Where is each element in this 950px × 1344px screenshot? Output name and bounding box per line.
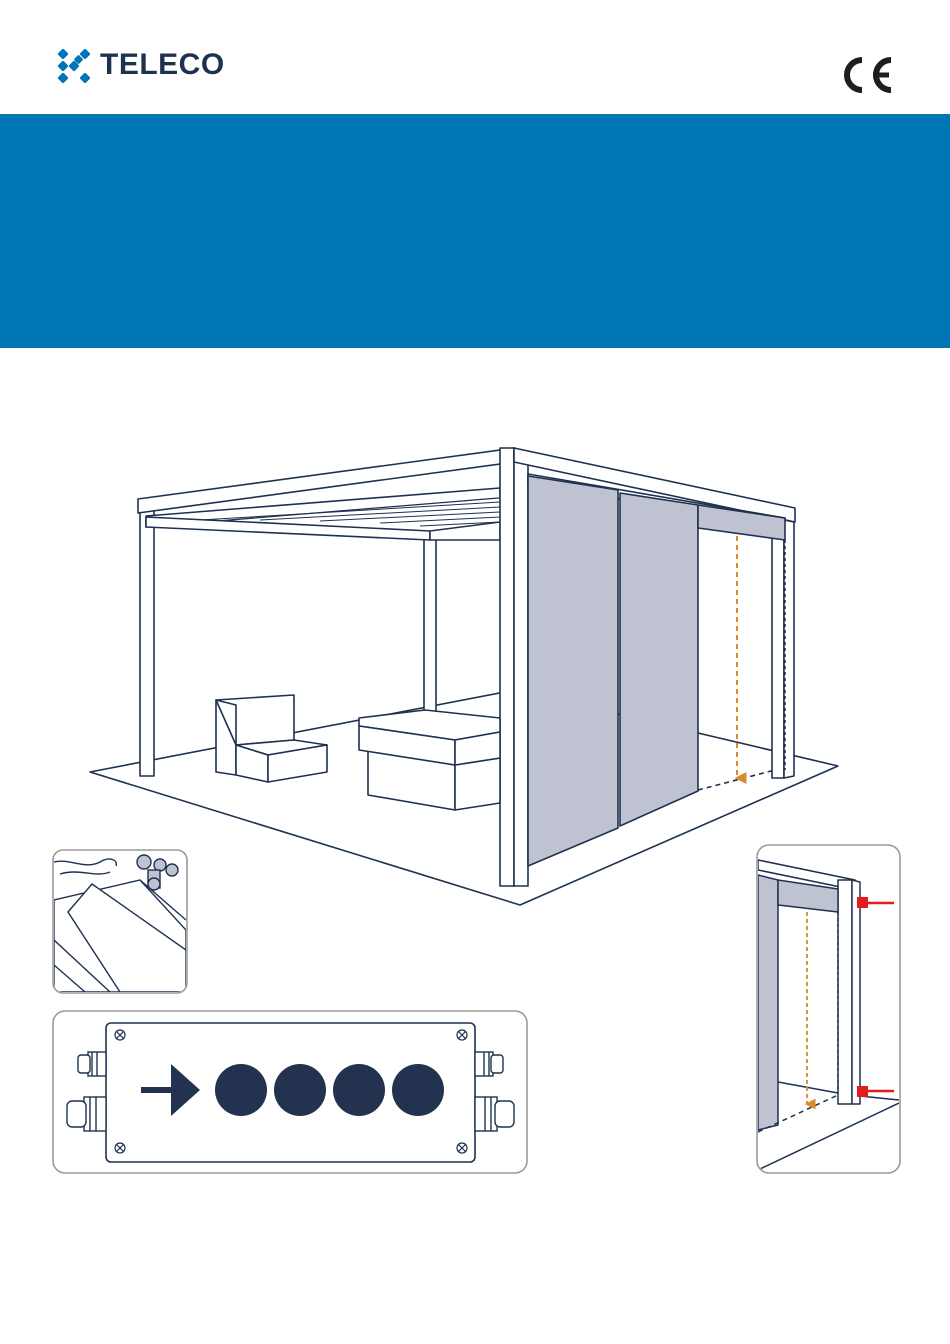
screen-panel-2 xyxy=(620,493,698,826)
table-illustration xyxy=(359,710,500,810)
back-right-post xyxy=(424,530,436,740)
back-left-post xyxy=(140,500,154,776)
door-frame-safety-sensors-illustration xyxy=(757,845,900,1173)
screen-panel-1 xyxy=(528,476,618,866)
control-button-3 xyxy=(333,1064,385,1116)
control-button-4 xyxy=(392,1064,444,1116)
wind-sensor-illustration xyxy=(53,850,187,993)
front-corner-post xyxy=(500,448,514,886)
control-box-illustration xyxy=(53,1011,527,1173)
control-button-2 xyxy=(274,1064,326,1116)
pergola-with-sliding-screens-illustration xyxy=(90,448,838,905)
right-back-post xyxy=(772,520,784,778)
control-button-1 xyxy=(215,1064,267,1116)
